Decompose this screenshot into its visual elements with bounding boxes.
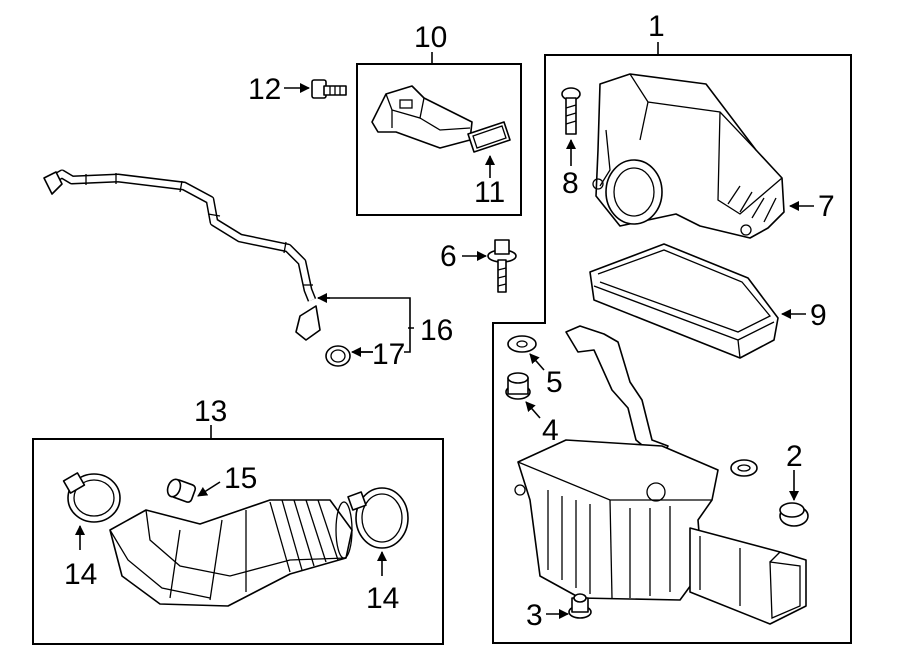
callout-10: 10 <box>414 21 447 54</box>
duct-13-part <box>109 499 353 607</box>
nipple-15-part <box>166 478 197 503</box>
hose-16-part <box>43 169 321 341</box>
callout-2: 2 <box>786 440 803 473</box>
callout-12: 12 <box>248 73 281 106</box>
oring-17-part <box>325 345 351 367</box>
callout-17: 17 <box>372 338 405 371</box>
housing-part <box>514 325 807 625</box>
callout-14a: 14 <box>64 558 97 591</box>
group-box-13 <box>32 438 444 645</box>
callout-16: 16 <box>420 314 453 347</box>
callout-3: 3 <box>526 599 543 632</box>
callout-15: 15 <box>224 462 257 495</box>
callout-9: 9 <box>810 299 827 332</box>
screw-8-part <box>561 87 581 135</box>
washer-5-part <box>507 335 537 353</box>
bolt-12-part <box>311 79 347 99</box>
clamp-14b-part <box>347 487 409 549</box>
cap-2-part <box>779 502 809 527</box>
clamp-14a-part <box>62 472 121 523</box>
callout-13: 13 <box>194 395 227 428</box>
callout-6: 6 <box>440 240 457 273</box>
grommet-4-part <box>505 372 531 400</box>
callout-1: 1 <box>648 10 665 43</box>
cover-7-part <box>592 73 785 239</box>
group-box-10 <box>356 63 522 216</box>
bolt-6-part <box>487 239 517 293</box>
gasket-11-part <box>467 121 511 153</box>
sensor-10-part <box>371 85 473 149</box>
callout-8: 8 <box>562 167 579 200</box>
foot-3-part <box>568 593 592 619</box>
callout-4: 4 <box>542 414 559 447</box>
callout-14b: 14 <box>366 582 399 615</box>
filter-9-part <box>589 243 779 359</box>
group-box-1 <box>492 54 852 644</box>
callout-5: 5 <box>546 366 563 399</box>
callout-7: 7 <box>818 190 835 223</box>
callout-11: 11 <box>474 176 505 209</box>
